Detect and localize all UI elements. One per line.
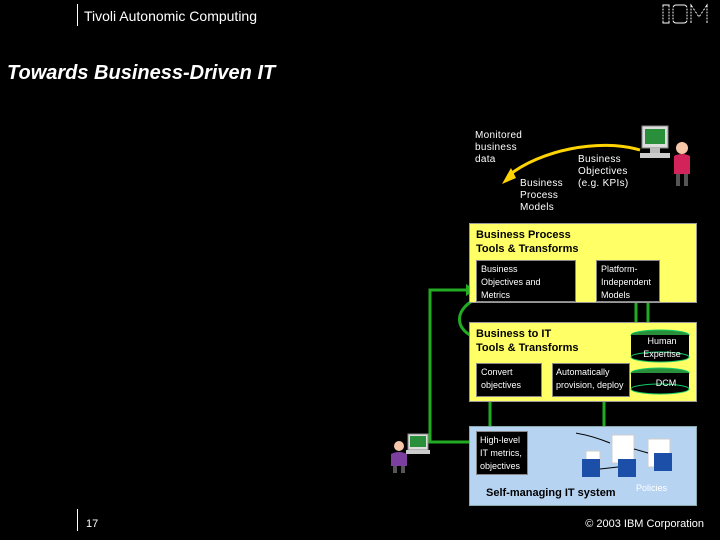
business-objectives-label: Business Objectives (e.g. KPIs) xyxy=(578,154,629,189)
page-number: 17 xyxy=(86,518,99,530)
it-operator-icon xyxy=(391,433,430,473)
panel1-title: Business Process Tools & Transforms xyxy=(476,229,579,255)
slide-title: Towards Business-Driven IT xyxy=(7,62,276,84)
yellow-arrow xyxy=(507,143,641,178)
business-user-icon xyxy=(640,125,690,186)
provision-deploy-box: Automatically provision, deploy xyxy=(552,363,630,397)
business-process-panel: Business Process Tools & Transforms Busi… xyxy=(469,223,697,303)
human-expertise-text: Human Expertise xyxy=(643,336,681,359)
objectives-metrics-box: Business Objectives and Metrics xyxy=(476,260,576,302)
panel2-title: Business to IT Tools & Transforms xyxy=(476,328,579,354)
convert-objectives-box: Convert objectives xyxy=(476,363,542,397)
managed-resources-graphic xyxy=(576,432,672,477)
self-managing-panel: High-level IT metrics, objectives Self-m… xyxy=(469,426,697,506)
it-metrics-text: High-level IT metrics, objectives xyxy=(480,435,522,471)
header-divider xyxy=(77,4,78,26)
business-to-it-panel: Business to IT Tools & Transforms Conver… xyxy=(469,322,697,402)
objectives-metrics-text: Business Objectives and Metrics xyxy=(481,264,541,300)
dcm-text: DCM xyxy=(655,378,677,388)
ibm-logo xyxy=(661,3,713,24)
yellow-arrowhead xyxy=(502,168,516,184)
copyright: © 2003 IBM Corporation xyxy=(585,518,704,530)
business-process-models-label: Business Process Models xyxy=(520,178,563,213)
footer-divider xyxy=(77,509,78,531)
policies-label: Policies xyxy=(636,483,668,493)
provision-deploy-text: Automatically provision, deploy xyxy=(556,367,624,390)
pim-box: Platform- Independent Models xyxy=(596,260,660,302)
product-name: Tivoli Autonomic Computing xyxy=(84,8,258,24)
monitored-data-label: Monitored business data xyxy=(475,130,523,165)
knowledge-cylinders xyxy=(630,329,690,395)
green-loop-arrow xyxy=(428,288,472,444)
it-metrics-box: High-level IT metrics, objectives xyxy=(476,431,528,475)
header-bar xyxy=(0,0,720,31)
self-managing-label: Self-managing IT system xyxy=(486,487,616,499)
pim-text: Platform- Independent Models xyxy=(601,264,652,300)
convert-objectives-text: Convert objectives xyxy=(481,367,522,390)
